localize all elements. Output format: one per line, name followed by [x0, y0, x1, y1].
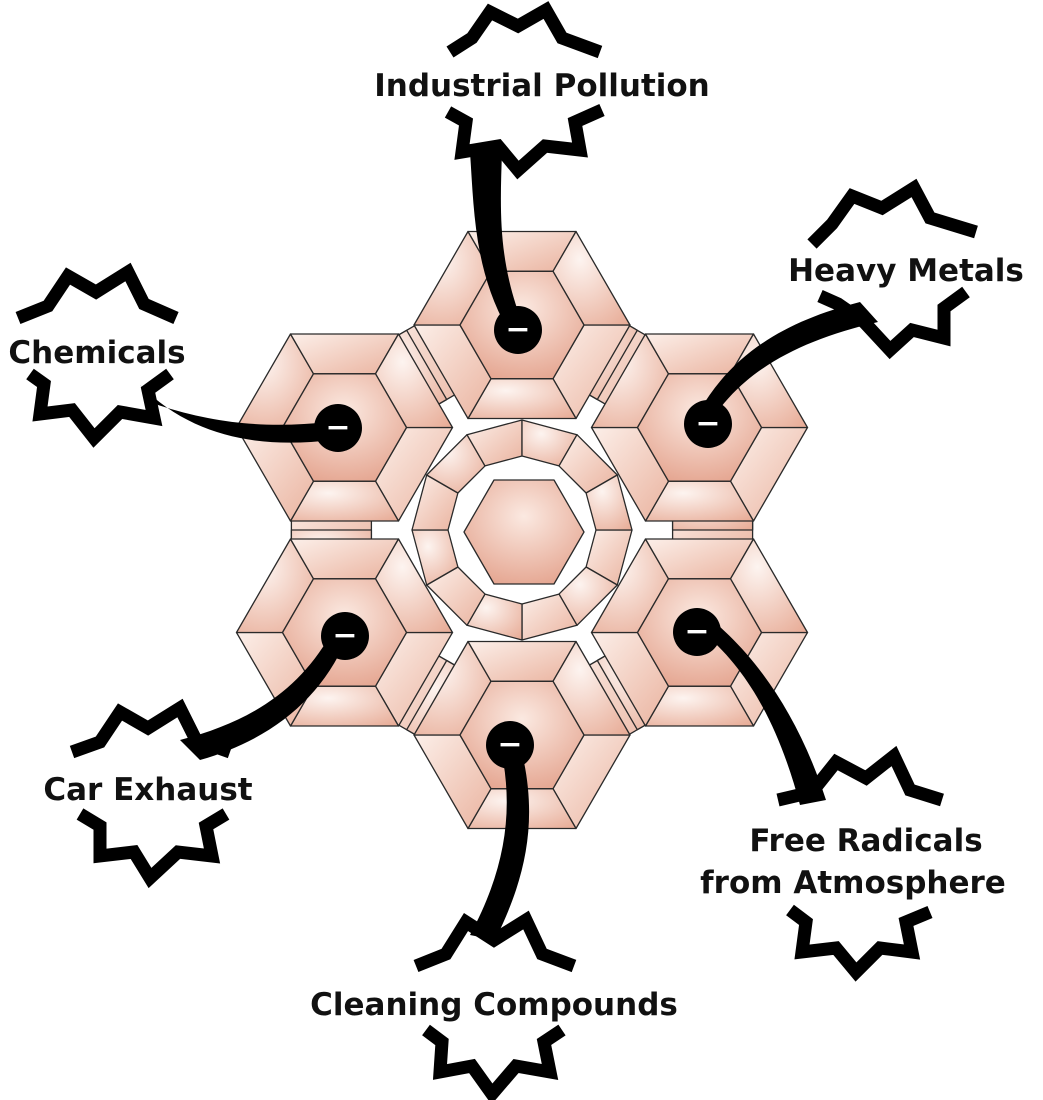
labels: Industrial Pollution Heavy Metals Chemic… — [8, 68, 1023, 1023]
label-heavy-metals: Heavy Metals — [788, 253, 1024, 289]
charge-free-radicals-dot — [673, 608, 721, 656]
burst-industrial-pollution-top — [446, 1, 603, 59]
burst-heavy-metals-top — [807, 178, 978, 249]
label-free-radicals-line1: Free Radicals — [749, 823, 982, 859]
charge-cleaning-compounds-symbol: − — [497, 727, 522, 762]
pore-back-hex — [463, 479, 585, 585]
charge-car-exhaust-dot — [321, 612, 369, 660]
charge-car-exhaust-symbol: − — [332, 618, 357, 653]
charge-free-radicals-symbol: − — [684, 614, 709, 649]
label-car-exhaust: Car Exhaust — [43, 772, 252, 808]
tail-free-radicals — [700, 620, 826, 805]
charge-cleaning-compounds-dot — [486, 721, 534, 769]
burst-chemicals-bottom — [26, 368, 174, 448]
charges: − − − − − − — [314, 306, 732, 769]
label-free-radicals-line2: from Atmosphere — [700, 865, 1006, 901]
burst-heavy-metals-bottom — [817, 286, 970, 360]
label-chemicals: Chemicals — [8, 335, 185, 371]
burst-chemicals-top — [15, 262, 179, 325]
burst-industrial-pollution-bottom — [444, 104, 605, 180]
charge-industrial-pollution-dot — [494, 306, 542, 354]
pore-cell — [585, 474, 633, 531]
charge-industrial-pollution-symbol: − — [505, 312, 530, 347]
tail-heavy-metals — [700, 302, 878, 418]
burst-car-exhaust-bottom — [76, 808, 230, 889]
tail-industrial-pollution — [470, 152, 522, 330]
burst-car-exhaust-top — [69, 698, 233, 759]
label-cleaning-compounds: Cleaning Compounds — [310, 987, 678, 1023]
burst-free-radicals-bottom — [786, 904, 933, 982]
burst-cleaning-compounds-bottom — [422, 1024, 566, 1100]
charge-heavy-metals-dot — [684, 400, 732, 448]
charge-chemicals-symbol: − — [325, 410, 350, 445]
tail-car-exhaust — [180, 632, 346, 760]
label-industrial-pollution: Industrial Pollution — [374, 68, 710, 104]
charge-heavy-metals-symbol: − — [695, 406, 720, 441]
connector-tails — [140, 152, 878, 940]
burst-shapes — [15, 1, 978, 1100]
burst-free-radicals-top — [776, 745, 944, 807]
charge-chemicals-dot — [314, 404, 362, 452]
burst-cleaning-compounds-top — [413, 910, 577, 973]
tail-cleaning-compounds — [470, 745, 530, 940]
tail-chemicals — [140, 385, 332, 443]
